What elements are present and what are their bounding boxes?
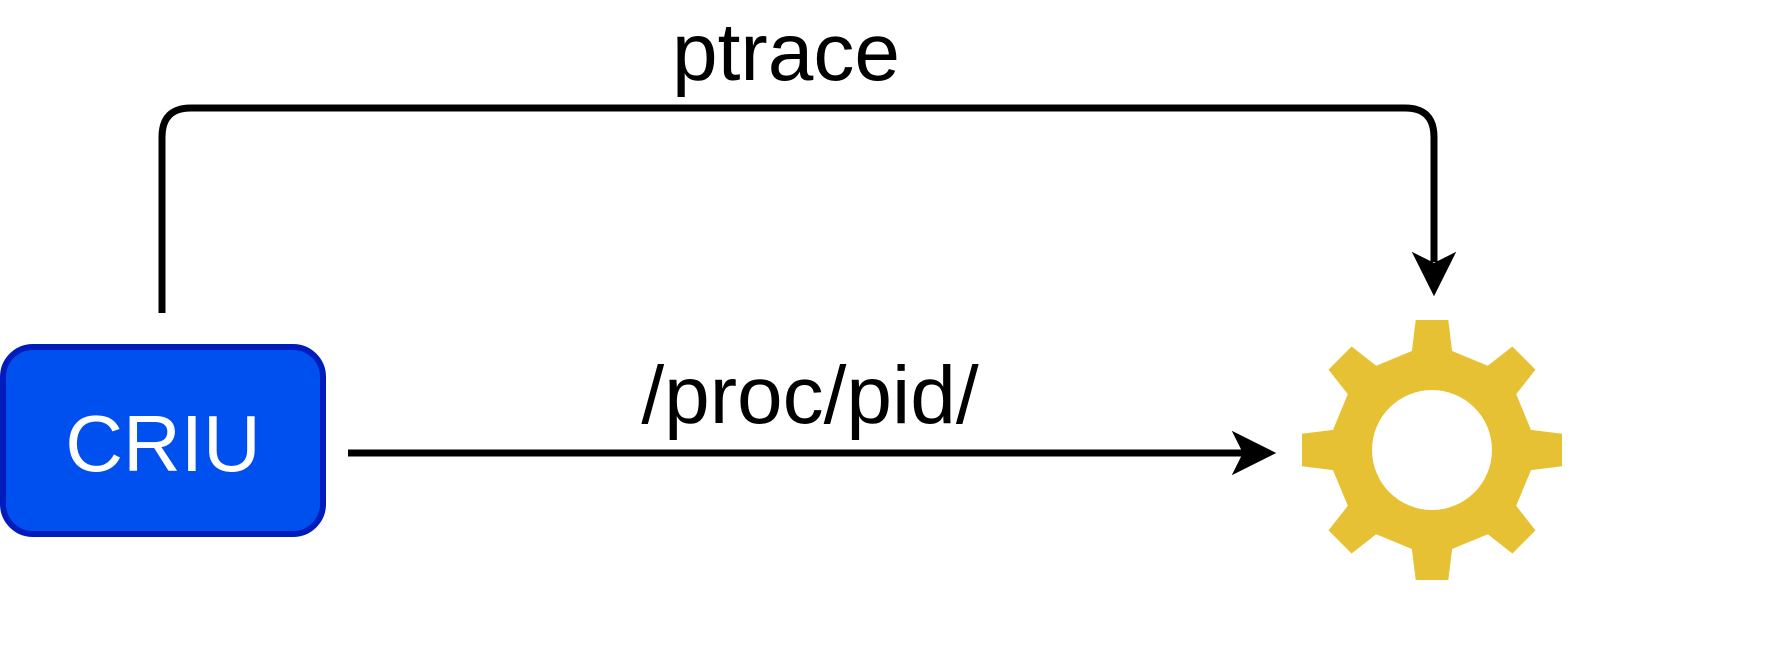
edge-ptrace[interactable]: ptrace [158,7,1457,313]
edge-ptrace-line [158,104,1438,313]
edge-ptrace-label: ptrace [672,7,900,98]
node-criu-label: CRIU [65,399,261,488]
edge-ptrace-arrowhead [1411,251,1457,297]
node-process[interactable] [1302,320,1562,580]
node-criu-box [0,344,326,537]
edge-proc-pid[interactable]: /proc/pid/ [348,350,1277,476]
edge-proc-pid-label: /proc/pid/ [641,350,979,441]
node-criu[interactable]: CRIU [0,344,326,537]
gear-icon [1302,320,1562,580]
edge-proc-pid-arrowhead [1231,430,1277,476]
